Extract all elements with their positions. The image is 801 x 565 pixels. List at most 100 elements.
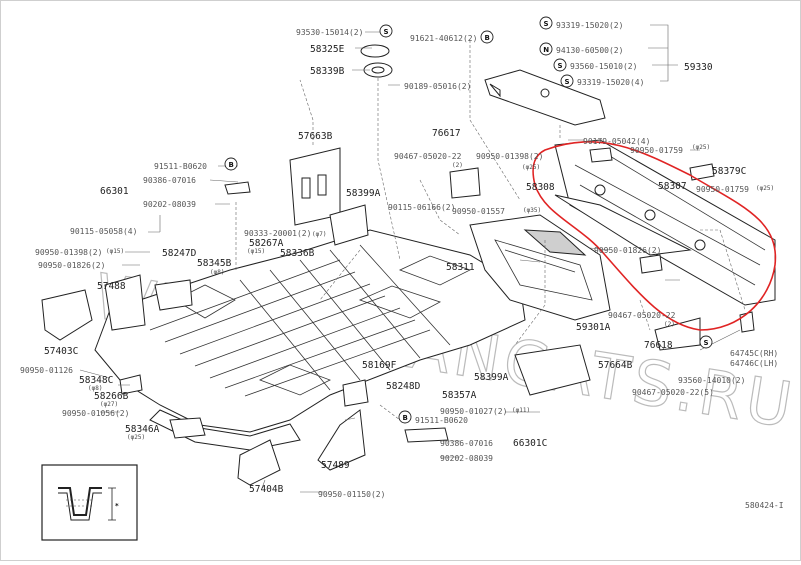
part-label: 90950-01126 bbox=[20, 366, 73, 375]
part-label: 58247D bbox=[162, 248, 197, 259]
part-label: 91621-40612(2) bbox=[410, 34, 477, 43]
part-label: 58266B bbox=[94, 391, 129, 402]
floor-pan bbox=[94, 229, 526, 451]
part-note: (φ25) bbox=[127, 434, 145, 441]
part-label: 58399A bbox=[346, 188, 381, 199]
part-label: 90950-01826(2) bbox=[594, 246, 661, 255]
part-label: 58169F bbox=[362, 360, 397, 371]
part-note: (φ15) bbox=[106, 248, 124, 255]
part-label: 76618 bbox=[644, 340, 673, 351]
svg-text:S: S bbox=[544, 20, 549, 28]
part-label: 90950-01759 bbox=[696, 185, 749, 194]
part-label: 90950-01826(2) bbox=[38, 261, 105, 270]
part-label: 59301A bbox=[576, 322, 611, 333]
part-label: 93560-15010(2) bbox=[570, 62, 637, 71]
part-label: 57664B bbox=[598, 360, 633, 371]
symbol-s-5: S bbox=[699, 335, 713, 349]
part-label: 90386-07016 bbox=[143, 176, 196, 185]
part-label: 90950-01150(2) bbox=[318, 490, 385, 499]
part-label: 90115-06166(2) bbox=[388, 203, 455, 212]
part-note: (φ8) bbox=[210, 269, 224, 276]
svg-text:B: B bbox=[229, 161, 234, 169]
part-label: 57489 bbox=[321, 460, 350, 471]
inset-detail: * bbox=[41, 464, 138, 541]
part-label: 90202-08039 bbox=[440, 454, 493, 463]
part-label: 58311 bbox=[446, 262, 475, 273]
part-label: 66301C bbox=[513, 438, 547, 449]
shelf-59330 bbox=[484, 69, 606, 126]
part-label: 90179-05042(4) bbox=[583, 137, 650, 146]
symbol-s-1: S bbox=[379, 24, 393, 38]
part-label: 90950-01027(2) bbox=[440, 407, 507, 416]
part-label: 90950-01056(2) bbox=[62, 409, 129, 418]
symbol-b-1: B bbox=[480, 30, 494, 44]
dashed-leaders bbox=[235, 40, 746, 421]
part-note: (φ25) bbox=[756, 185, 774, 192]
part-note: (φ8) bbox=[88, 385, 102, 392]
part-label: 90950-01398(2) bbox=[35, 248, 102, 257]
part-label: 58357A bbox=[442, 390, 477, 401]
part-label: 90202-08039 bbox=[143, 200, 196, 209]
part-label: 90386-07016 bbox=[440, 439, 493, 448]
part-note: (φ11) bbox=[512, 407, 530, 414]
part-note: (φ15) bbox=[247, 248, 265, 255]
part-label: 58399A bbox=[474, 372, 509, 383]
part-label: 57403C bbox=[44, 346, 78, 357]
part-label: 57663B bbox=[298, 131, 333, 142]
part-label: 90467-05020-22 bbox=[608, 311, 676, 320]
symbol-s-3: S bbox=[553, 58, 567, 72]
part-label: 93319-15020(4) bbox=[577, 78, 644, 87]
part-label: 58336B bbox=[280, 248, 315, 259]
inset-mark: * bbox=[115, 502, 119, 510]
part-label: 58339B bbox=[310, 66, 345, 77]
part-label: 58325E bbox=[310, 44, 345, 55]
part-label: 93530-15014(2) bbox=[296, 28, 363, 37]
part-label: 90115-05058(4) bbox=[70, 227, 137, 236]
part-note: (φ7) bbox=[312, 231, 326, 238]
part-label: 93560-14010(2) bbox=[678, 376, 745, 385]
document-code: 580424-I bbox=[745, 501, 784, 510]
part-label: 58308 bbox=[526, 182, 555, 193]
brackets bbox=[41, 44, 755, 486]
rear-panel bbox=[554, 139, 776, 306]
part-label: 57488 bbox=[97, 281, 126, 292]
part-label: 58379C bbox=[712, 166, 746, 177]
part-label: 91511-B0620 bbox=[415, 416, 468, 425]
part-label: 66301 bbox=[100, 186, 129, 197]
svg-text:S: S bbox=[565, 78, 570, 86]
symbol-b-2: B bbox=[224, 157, 238, 171]
part-label: 90333-20001(2) bbox=[244, 229, 311, 238]
symbol-b-3: B bbox=[398, 410, 412, 424]
part-label: 91511-B0620 bbox=[154, 162, 207, 171]
svg-text:B: B bbox=[485, 34, 490, 42]
part-label: 57404B bbox=[249, 484, 284, 495]
svg-text:S: S bbox=[558, 62, 563, 70]
part-note: (φ27) bbox=[100, 401, 118, 408]
part-label: 94130-60500(2) bbox=[556, 46, 623, 55]
highlight-outline bbox=[532, 141, 777, 331]
part-label: 93319-15020(2) bbox=[556, 21, 623, 30]
leader-lines bbox=[79, 24, 741, 493]
symbol-s-2: S bbox=[539, 16, 553, 30]
part-label: 58248D bbox=[386, 381, 421, 392]
part-label: 64745C(RH) bbox=[730, 349, 778, 358]
part-note: (φ35) bbox=[523, 207, 541, 214]
part-label: 90950-01398(2) bbox=[476, 152, 543, 161]
part-label: 90467-05020-22(5) bbox=[632, 388, 714, 397]
part-label: 59330 bbox=[684, 62, 713, 73]
svg-text:S: S bbox=[704, 339, 709, 347]
part-label: 90467-05020-22 bbox=[394, 152, 462, 161]
part-note: (φ25) bbox=[692, 144, 710, 151]
spare-tire-tub bbox=[469, 214, 611, 321]
part-label: 58267A bbox=[249, 238, 284, 249]
part-label: 90950-01759 bbox=[630, 146, 683, 155]
svg-text:S: S bbox=[384, 28, 389, 36]
part-label: 58348C bbox=[79, 375, 113, 386]
part-label: 90189-05016(2) bbox=[404, 82, 471, 91]
svg-text:N: N bbox=[543, 46, 549, 54]
svg-text:B: B bbox=[403, 414, 408, 422]
symbol-n-1: N bbox=[539, 42, 553, 56]
part-label: 58345B bbox=[197, 258, 232, 269]
